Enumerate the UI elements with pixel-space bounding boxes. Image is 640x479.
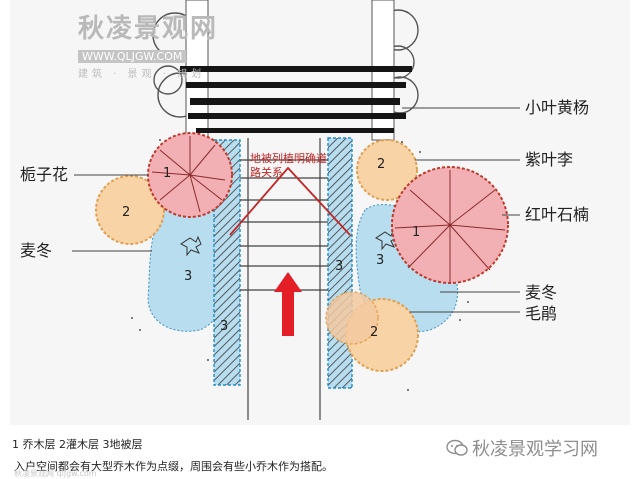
label-boxwood: 小叶黄杨 (525, 98, 589, 117)
watermark: 秋凌景观网 WWW.QLJGW.COM 建筑 · 景观 · 规划 (78, 8, 218, 80)
tree-number-right: 1 (412, 225, 420, 240)
ground-number-right: 3 (376, 253, 384, 268)
label-ophiopogon-right: 麦冬 (525, 283, 557, 302)
watermark-subtitle: 建筑 · 景观 · 规划 (78, 69, 206, 80)
watermark-url: WWW.QLJGW.COM (78, 50, 187, 63)
leader-lines (72, 107, 520, 313)
faint-watermark: 秋凌景观网 qljgw.com (14, 469, 97, 478)
tree-number-left: 1 (163, 166, 171, 181)
annotation-line1: 地被列植明确道 (250, 151, 327, 165)
tree-left: 1 (147, 132, 233, 218)
blog-name: 秋凌景观学习网 (472, 439, 598, 460)
shrub-gardenia: 2 (95, 175, 165, 245)
watermark-title: 秋凌景观网 (78, 14, 219, 44)
shrub-number-right-top: 2 (377, 157, 385, 172)
ground-number-hedge-right: 3 (335, 259, 343, 274)
caption-description: 入户空间都会有大型乔木作为点缀，周围会有些小乔木作为搭配。 (14, 460, 333, 473)
tree-photinia: 1 (391, 166, 509, 284)
blog-signature: 秋凌景观学习网 (446, 435, 598, 461)
shrub-number-bottom: 2 (370, 325, 378, 340)
label-photinia: 红叶石楠 (525, 205, 589, 224)
label-purple-plum: 紫叶李 (525, 150, 573, 169)
entry-arrow (274, 272, 302, 336)
annotation-line2: 路关系 (250, 165, 283, 179)
label-gardenia: 栀子花 (20, 165, 68, 184)
entry-path (240, 138, 328, 420)
hedge-right (327, 137, 353, 389)
shrub-azalea: 2 (325, 291, 419, 372)
shrub-purple-plum: 2 (356, 139, 418, 201)
caption-legend: 1 乔木层 2灌木层 3地被层 (12, 438, 143, 451)
annotation-group: 地被列植明确道 路关系 (229, 151, 351, 236)
label-ophiopogon-left: 麦冬 (20, 241, 52, 260)
texture-dots (131, 139, 469, 391)
label-azalea: 毛鹃 (525, 304, 557, 323)
shrub-number-left: 2 (122, 205, 130, 220)
ground-number-hedge-left: 3 (220, 319, 228, 334)
ground-number-left: 3 (184, 269, 192, 284)
wechat-icon (446, 439, 468, 456)
